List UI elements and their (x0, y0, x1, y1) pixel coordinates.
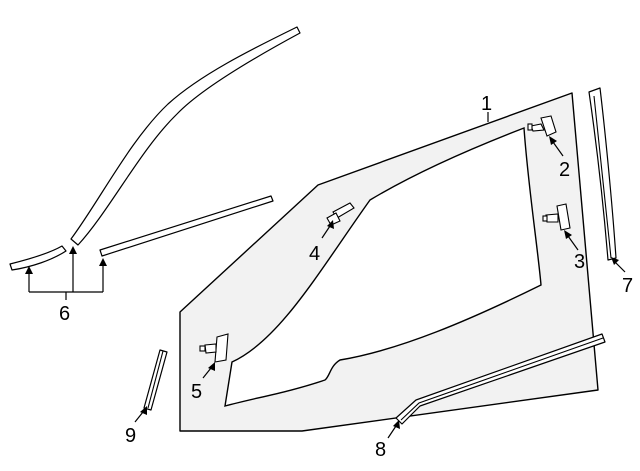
callout-3: 3 (574, 251, 585, 273)
leader-lines (25, 112, 626, 439)
callout-1: 1 (481, 93, 492, 115)
clip-part-5 (199, 333, 229, 363)
door-molding-part-7 (588, 87, 617, 261)
callout-8: 8 (375, 439, 386, 461)
clip-part-2 (527, 115, 557, 137)
callout-7: 7 (622, 275, 633, 297)
callout-6: 6 (59, 303, 70, 325)
callout-2: 2 (559, 159, 570, 181)
clip-part-3 (542, 203, 571, 231)
belt-molding-part-8 (395, 333, 606, 425)
glass-panel-part-1 (179, 92, 599, 432)
callout-5: 5 (191, 381, 202, 403)
callout-9: 9 (125, 425, 136, 447)
callout-labels: 1 2 3 4 5 6 7 8 9 (59, 93, 633, 461)
clip-part-4 (326, 202, 355, 226)
callout-4: 4 (309, 243, 320, 265)
pillar-molding-part-6 (9, 26, 301, 271)
small-molding-part-9 (143, 349, 168, 411)
